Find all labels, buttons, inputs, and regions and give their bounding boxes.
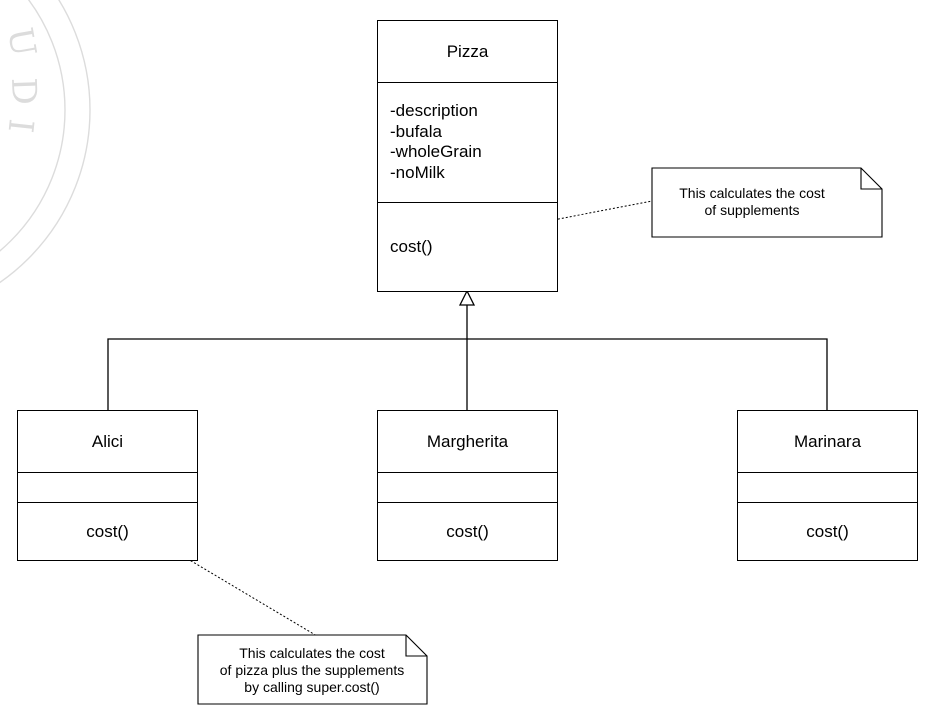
- note-alici: [197, 634, 428, 705]
- inheritance-bus: [107, 338, 828, 411]
- attributes-section: -description -bufala -wholeGrain -noMilk: [378, 82, 557, 202]
- method: cost(): [806, 521, 849, 541]
- methods-section: cost(): [738, 502, 917, 560]
- methods-section: cost(): [18, 502, 197, 560]
- inheritance-arrowhead: [458, 289, 476, 306]
- attribute: -description: [390, 101, 478, 120]
- attribute: -wholeGrain: [390, 142, 482, 161]
- attribute: -bufala: [390, 121, 442, 141]
- methods-section: cost(): [378, 502, 557, 560]
- note-alici-text: This calculates the cost of pizza plus t…: [219, 645, 405, 695]
- method: cost(): [446, 521, 489, 541]
- class-margherita[interactable]: Margherita cost(): [377, 410, 558, 561]
- class-name: Pizza: [446, 41, 489, 61]
- svg-text:D: D: [3, 77, 44, 106]
- note-supplements: [651, 167, 883, 238]
- class-name: Marinara: [793, 431, 862, 451]
- svg-text:I: I: [0, 117, 41, 135]
- svg-text:U: U: [0, 25, 44, 60]
- class-name: Alici: [91, 431, 124, 451]
- note-supplements-text: This calculates the cost of supplements: [679, 185, 825, 218]
- attributes-section: [738, 472, 917, 502]
- attribute: -noMilk: [390, 162, 445, 182]
- class-alici[interactable]: Alici cost(): [17, 410, 198, 561]
- attributes-section: [378, 472, 557, 502]
- class-name: Margherita: [426, 431, 509, 451]
- method: cost(): [390, 237, 433, 256]
- method: cost(): [86, 521, 129, 541]
- methods-section: cost(): [378, 202, 557, 291]
- class-marinara[interactable]: Marinara cost(): [737, 410, 918, 561]
- class-pizza[interactable]: Pizza -description -bufala -wholeGrain -…: [377, 20, 558, 292]
- attributes-section: [18, 472, 197, 502]
